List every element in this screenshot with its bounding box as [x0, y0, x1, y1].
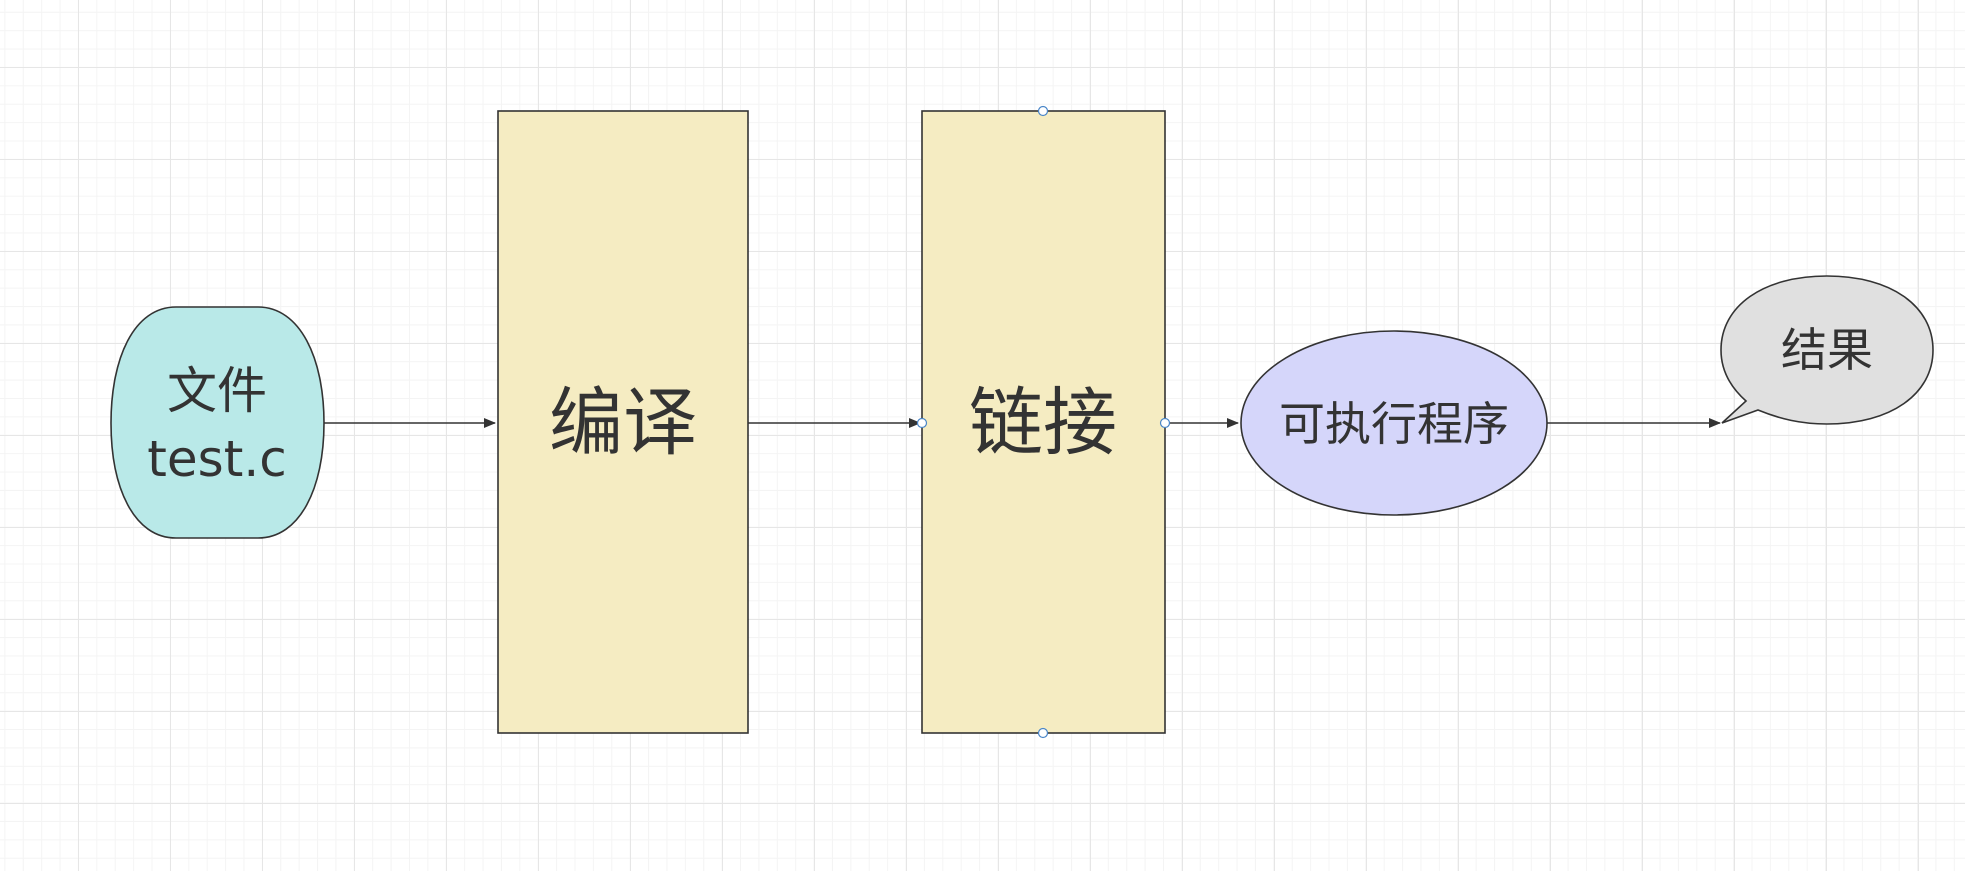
link-label: 链接 — [969, 380, 1117, 466]
node-executable[interactable]: 可执行程序 — [1240, 330, 1548, 516]
node-result[interactable]: 结果 — [1720, 275, 1934, 425]
compile-shape[interactable] — [497, 110, 749, 734]
result-label: 结果 — [1781, 323, 1873, 377]
node-link[interactable]: 链接 — [916, 105, 1171, 739]
node-compile[interactable]: 编译 — [497, 110, 749, 734]
file-shape[interactable] — [110, 306, 325, 539]
file-label-line2: test.c — [147, 430, 286, 488]
selection-handle-bottom[interactable] — [1037, 727, 1049, 739]
selection-handle-left[interactable] — [916, 417, 928, 429]
result-shape[interactable] — [1720, 275, 1934, 425]
node-file[interactable]: 文件 test.c — [110, 306, 325, 539]
selection-handle-top[interactable] — [1037, 105, 1049, 117]
executable-label: 可执行程序 — [1279, 397, 1509, 451]
executable-shape[interactable] — [1240, 330, 1548, 516]
compile-label: 编译 — [549, 380, 697, 466]
selection-handle-right[interactable] — [1159, 417, 1171, 429]
file-label-line1: 文件 — [167, 362, 267, 420]
